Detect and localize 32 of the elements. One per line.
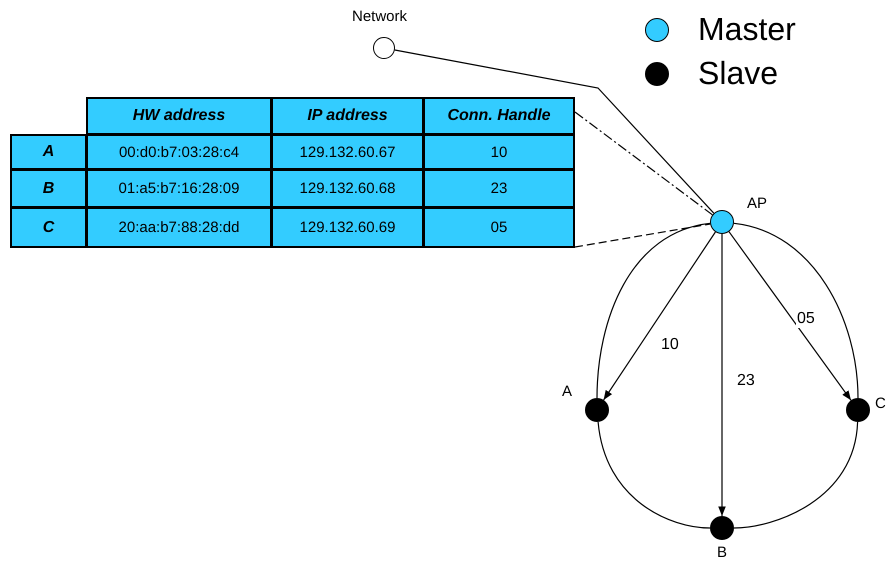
table-cell: 129.132.60.68: [271, 169, 424, 208]
address-table: [10, 97, 575, 248]
connector-line: [734, 422, 858, 529]
node-label: AP: [747, 195, 768, 212]
dashed-line: [574, 223, 710, 248]
node-label: B: [717, 544, 728, 561]
row-header: B: [10, 169, 87, 208]
connector-line: [394, 49, 714, 214]
table-cell: 00:d0:b7:03:28:c4: [86, 134, 272, 170]
table-cell: 129.132.60.67: [271, 134, 424, 170]
table-cell: 05: [423, 207, 575, 248]
table-cell: 129.132.60.69: [271, 207, 424, 248]
arrow: [718, 234, 726, 516]
table-cell: 10: [423, 134, 575, 170]
table-cell: 23: [423, 169, 575, 208]
table-cell: 01:a5:b7:16:28:09: [86, 169, 272, 208]
arrow: [603, 232, 716, 400]
column-header: HW address: [86, 97, 272, 135]
table-cell: 20:aa:b7:88:28:dd: [86, 207, 272, 248]
column-header: IP address: [271, 97, 424, 135]
column-header: Conn. Handle: [423, 97, 575, 135]
node-label: Network: [352, 8, 408, 25]
connector-line: [598, 422, 710, 529]
legend-label: Master: [698, 11, 796, 47]
node-label: A: [562, 383, 572, 400]
node-label: C: [875, 395, 886, 412]
legend-label: Slave: [698, 55, 778, 91]
edge-label: 05: [796, 310, 816, 328]
dashed-line: [574, 112, 713, 216]
row-header: C: [10, 207, 87, 248]
connector-line: [596, 222, 710, 398]
row-header: A: [10, 134, 87, 170]
